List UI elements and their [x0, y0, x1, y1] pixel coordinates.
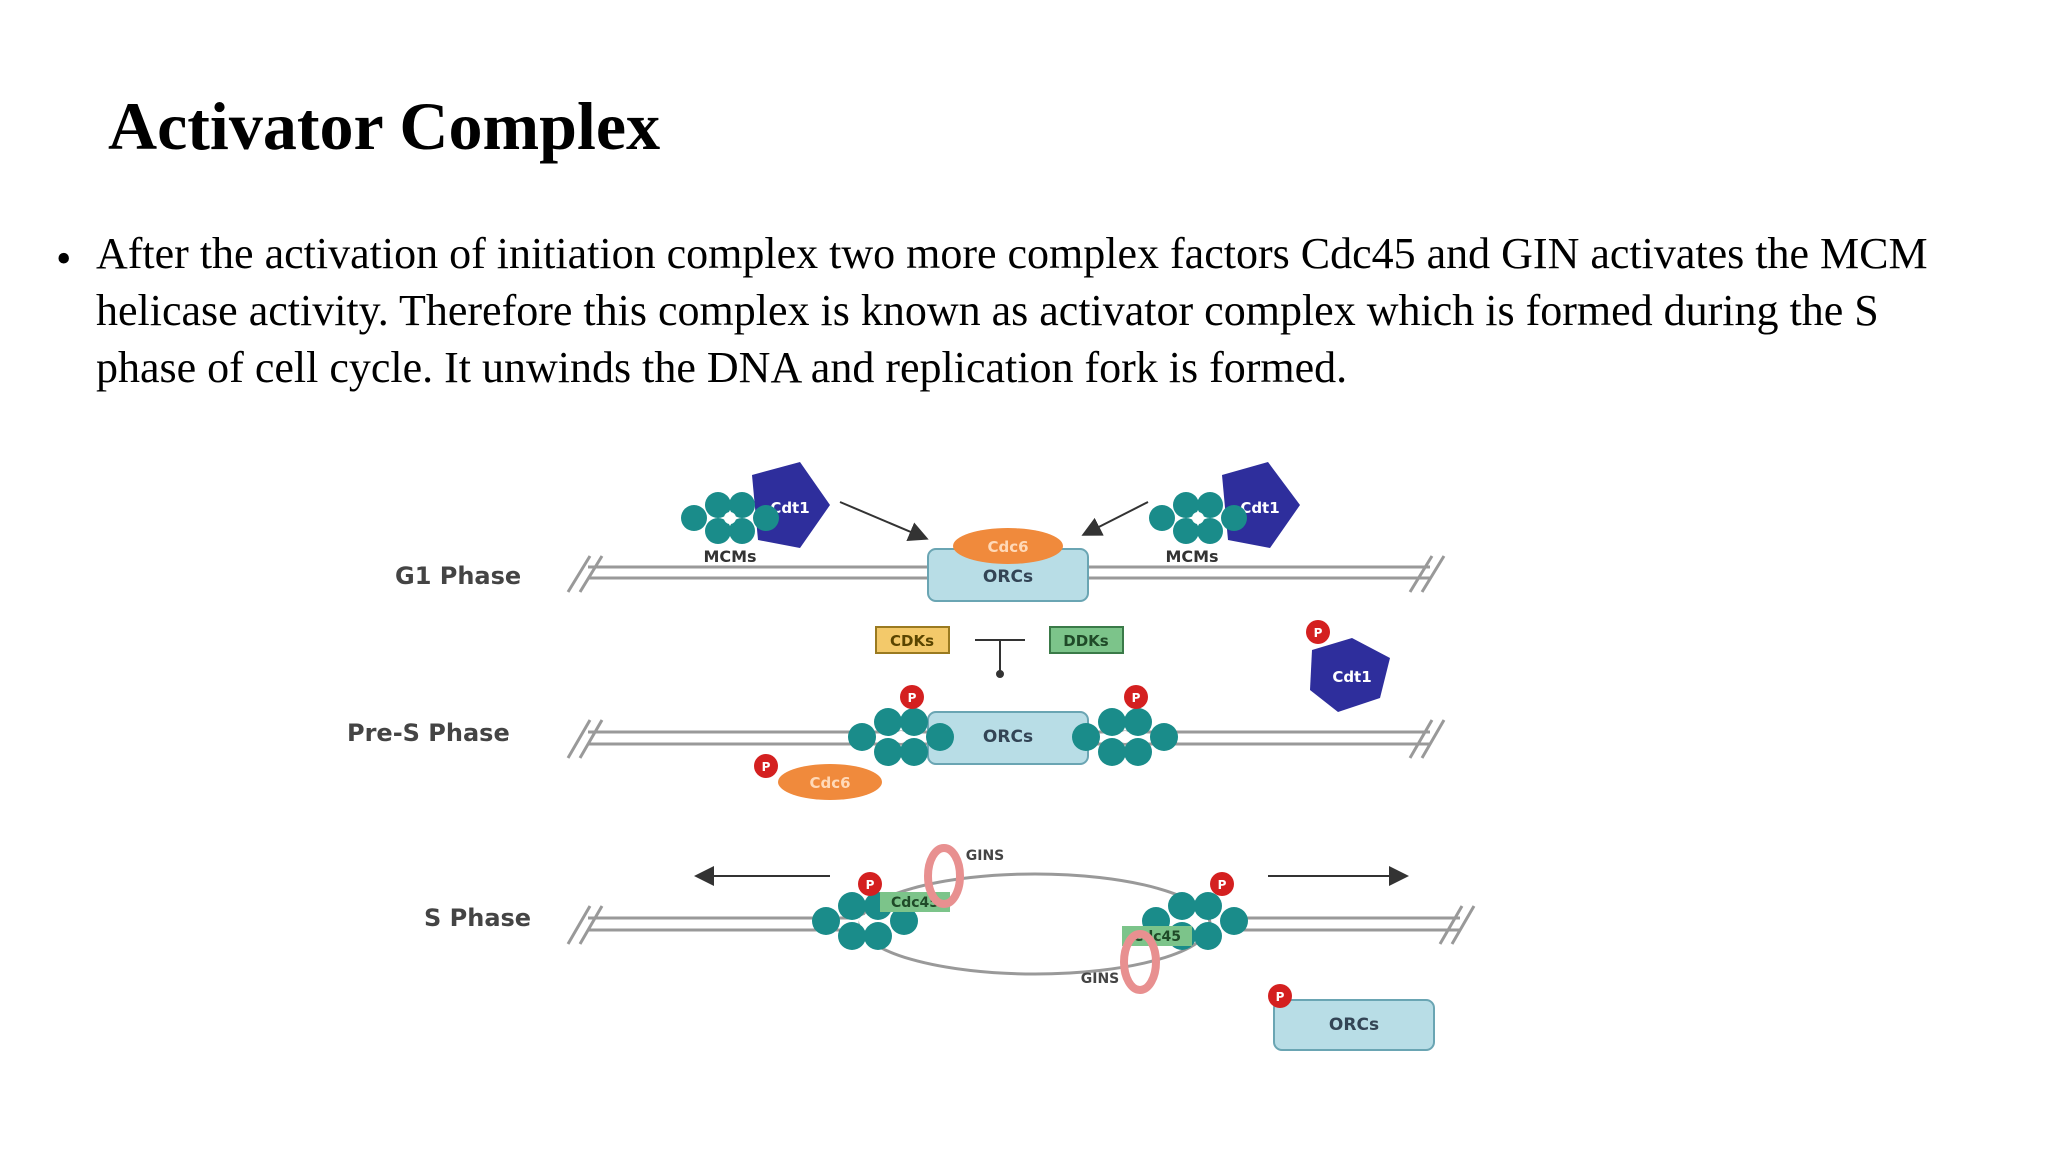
- cdc6-pre-s: [778, 764, 882, 800]
- svg-text:P: P: [908, 691, 917, 705]
- cdc6-pre-s-label: Cdc6: [809, 774, 850, 792]
- cdt1-free: [1310, 638, 1390, 712]
- ddks-label: DDKs: [1063, 632, 1109, 650]
- phase-label-s: S Phase: [424, 904, 531, 932]
- phase-label-g1: G1 Phase: [395, 562, 521, 590]
- cdc45-left-label: Cdc45: [891, 895, 939, 911]
- mcm-right-g1: [1149, 492, 1247, 544]
- gins-right: [1120, 930, 1160, 994]
- svg-text:P: P: [1132, 691, 1141, 705]
- phase-label-pre-s: Pre-S Phase: [347, 719, 510, 747]
- cdks-box: [875, 626, 950, 654]
- svg-text:P: P: [1314, 626, 1323, 640]
- p-marker-orc: P: [1268, 984, 1292, 1008]
- mcm-left-pre-s: [848, 708, 954, 766]
- mcm-left-g1: [681, 492, 779, 544]
- bullet-item: • After the activation of initiation com…: [56, 225, 1956, 396]
- gins-bottom-label: GINS: [1081, 971, 1120, 987]
- gins-left: [924, 844, 964, 908]
- inhibition-mark: [975, 639, 1025, 678]
- p-marker-mcm-left: P: [900, 685, 924, 709]
- mcm-left-s: [812, 892, 918, 950]
- orc-s-label: ORCs: [1329, 1015, 1379, 1035]
- slide-title: Activator Complex: [108, 88, 661, 164]
- svg-text:P: P: [1218, 878, 1227, 892]
- mcms-left-label: MCMs: [703, 547, 756, 566]
- p-marker-cdt1: P: [1306, 620, 1330, 644]
- svg-text:P: P: [762, 760, 771, 774]
- p-marker-cdc6: P: [754, 754, 778, 778]
- p-marker-fork-left: P: [858, 872, 882, 896]
- bullet-icon: •: [56, 234, 72, 283]
- cdt1-right-label: Cdt1: [1240, 499, 1279, 517]
- cdks-label: CDKs: [890, 632, 934, 650]
- bullet-text: After the activation of initiation compl…: [96, 229, 1928, 392]
- orc-pre-s-label: ORCs: [983, 727, 1033, 747]
- cdc6-g1: [953, 528, 1063, 564]
- cdc6-g1-label: Cdc6: [987, 538, 1028, 556]
- gins-top-label: GINS: [966, 848, 1005, 864]
- p-marker-fork-right-1: P: [1210, 872, 1234, 896]
- mcm-right-pre-s: [1072, 708, 1178, 766]
- cdt1-free-label: Cdt1: [1332, 668, 1371, 686]
- orc-s: [1273, 999, 1435, 1051]
- cdt1-left-label: Cdt1: [770, 499, 809, 517]
- dna-strand-s: [566, 905, 1476, 945]
- svg-text:P: P: [866, 878, 875, 892]
- mcms-right-label: MCMs: [1165, 547, 1218, 566]
- svg-text:P: P: [1276, 990, 1285, 1004]
- ddks-box: [1049, 626, 1124, 654]
- orc-g1-label: ORCs: [983, 567, 1033, 587]
- p-marker-mcm-right: P: [1124, 685, 1148, 709]
